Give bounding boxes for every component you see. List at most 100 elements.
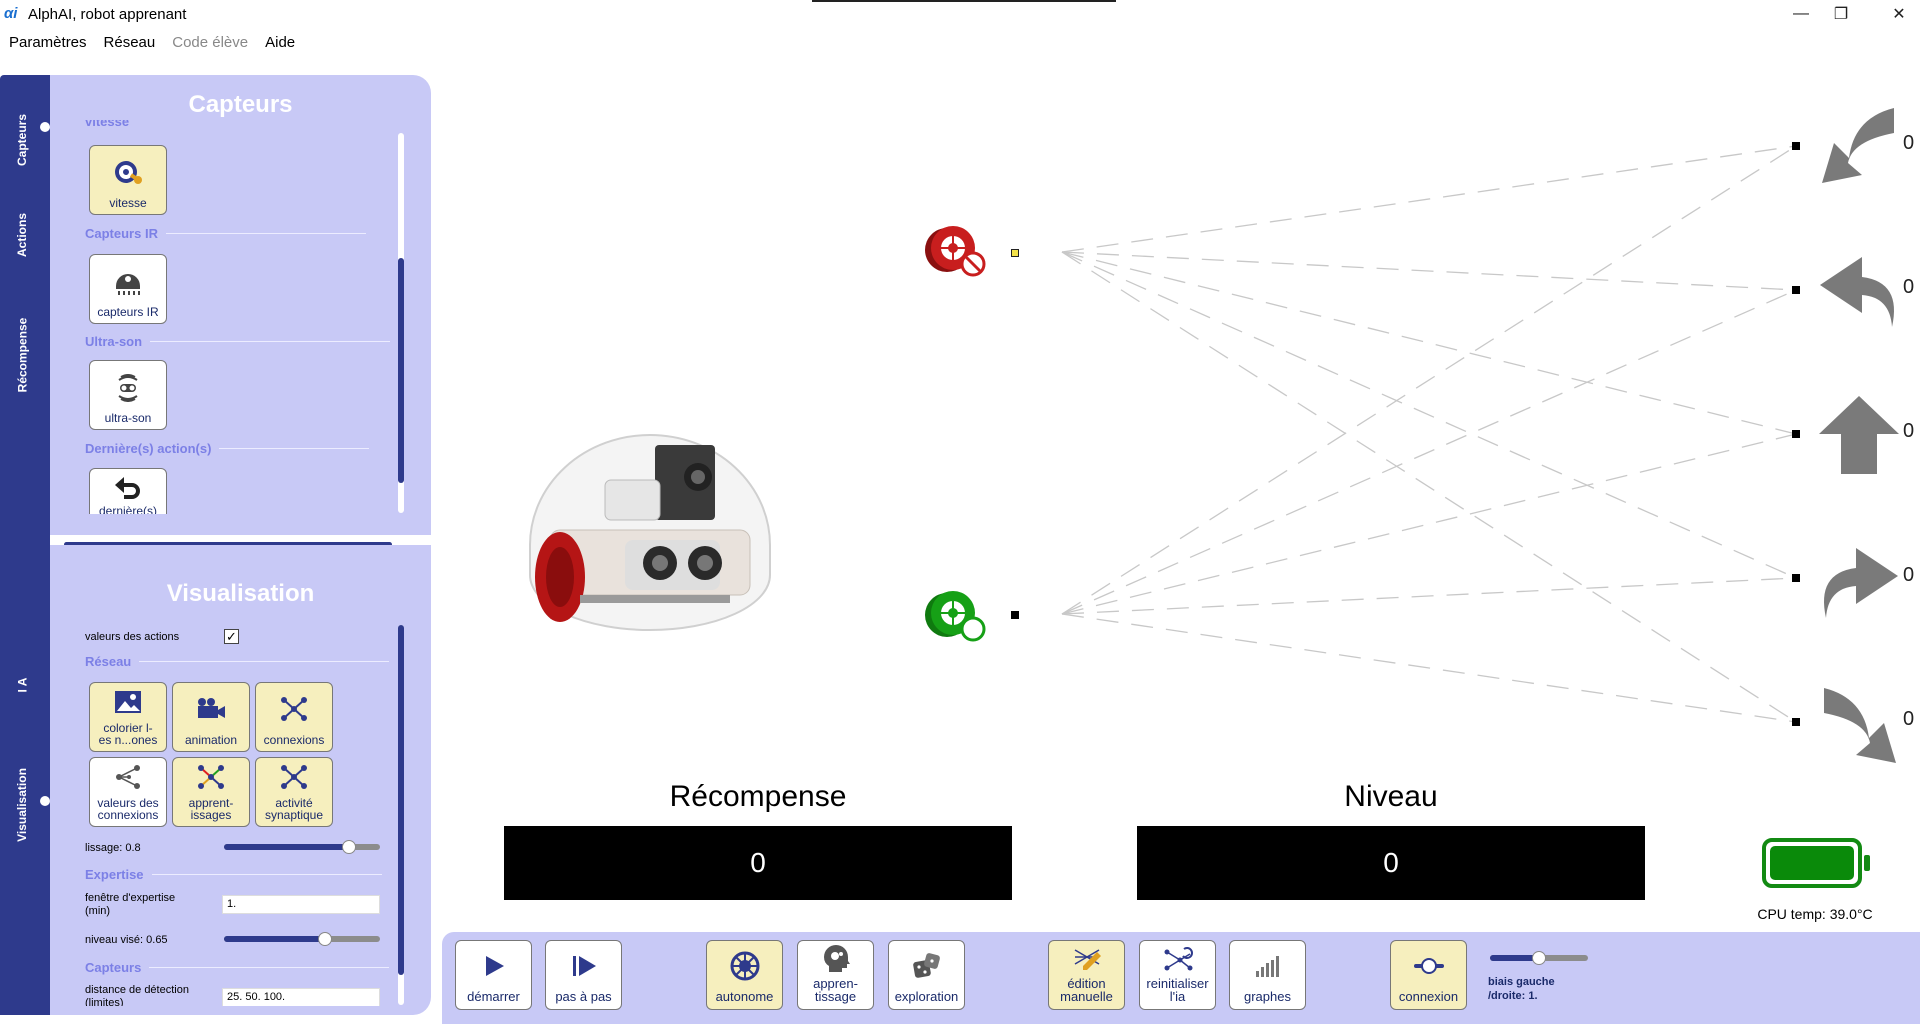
network-connections bbox=[1061, 145, 1797, 723]
niveau-value: 0 bbox=[1137, 826, 1645, 900]
ultrasound-icon bbox=[111, 361, 145, 412]
step-play-icon bbox=[570, 941, 598, 990]
section-vitesse-cut: vitesse bbox=[85, 120, 130, 129]
animation-label: animation bbox=[184, 733, 238, 748]
tab-ia[interactable]: I A bbox=[0, 660, 44, 710]
tab-actions-label: Actions bbox=[15, 212, 30, 258]
demarrer-button[interactable]: démarrer bbox=[455, 940, 532, 1010]
section-capteurs-vis-label: Capteurs bbox=[85, 960, 142, 975]
dernieres-button[interactable]: dernière(s) bbox=[89, 468, 167, 514]
lissage-slider-fill bbox=[224, 844, 349, 850]
connection-toggle-icon bbox=[1412, 941, 1446, 990]
apprentissage-button[interactable]: appren- tissage bbox=[797, 940, 874, 1010]
capteurs-ir-button[interactable]: capteurs IR bbox=[89, 254, 167, 324]
lissage-slider[interactable] bbox=[224, 840, 380, 854]
neuron-output-3 bbox=[1792, 430, 1800, 438]
section-dernieres-actions-label: Dernière(s) action(s) bbox=[85, 441, 212, 456]
niveau-vise-slider-knob[interactable] bbox=[318, 932, 333, 946]
bias-slider[interactable] bbox=[1490, 951, 1588, 965]
recompense-label: Récompense bbox=[669, 780, 847, 813]
tab-recompense[interactable]: Récompense bbox=[0, 290, 44, 420]
robot-illustration bbox=[520, 425, 780, 635]
panel-splitter[interactable] bbox=[64, 542, 392, 547]
apprentissages-button[interactable]: apprent- issages bbox=[172, 757, 250, 827]
tab-ia-label: I A bbox=[14, 677, 29, 693]
autonome-label: autonome bbox=[715, 989, 774, 1005]
lissage-slider-knob[interactable] bbox=[341, 840, 356, 854]
title-bar: αi AlphAI, robot apprenant — ❐ ✕ bbox=[0, 0, 1920, 28]
tab-capteurs[interactable]: Capteurs bbox=[0, 95, 44, 185]
reinitialiser-button[interactable]: reinitialiser l'ia bbox=[1139, 940, 1216, 1010]
synapse-icon bbox=[279, 758, 309, 797]
tab-visualisation-label: Visualisation bbox=[15, 768, 29, 842]
connexion-button[interactable]: connexion bbox=[1390, 940, 1467, 1010]
network-canvas bbox=[1061, 145, 1797, 723]
section-ultra-son: Ultra-son bbox=[85, 334, 398, 349]
battery-tip bbox=[1864, 855, 1870, 871]
pas-a-pas-button[interactable]: pas à pas bbox=[545, 940, 622, 1010]
battery-fill bbox=[1770, 846, 1854, 880]
visualisation-title: Visualisation bbox=[166, 580, 315, 607]
section-expertise: Expertise bbox=[85, 867, 390, 882]
section-dernieres-actions: Dernière(s) action(s) bbox=[85, 441, 377, 456]
valeurs-actions-checkbox[interactable]: ✓ bbox=[224, 629, 239, 644]
edition-manuelle-label: édition manuelle bbox=[1060, 975, 1113, 1005]
valeurs-connexions-button[interactable]: valeurs des connexions bbox=[89, 757, 167, 827]
bias-slider-knob[interactable] bbox=[1532, 951, 1546, 965]
valeurs-actions-label: valeurs des actions bbox=[85, 631, 180, 643]
menu-parametres[interactable]: Paramètres bbox=[9, 34, 87, 51]
section-capteurs-ir: Capteurs IR bbox=[85, 226, 374, 241]
output-value-3: 0 bbox=[1903, 420, 1915, 442]
niveau-vise-slider-fill bbox=[224, 936, 326, 942]
battery-icon bbox=[1762, 838, 1862, 888]
activite-synaptique-label: activité synaptique bbox=[264, 795, 324, 823]
fenetre-expertise-input[interactable]: 1. bbox=[222, 895, 380, 914]
distance-detection-input[interactable]: 25. 50. 100. bbox=[222, 988, 380, 1006]
share-graph-icon bbox=[113, 758, 143, 797]
graphes-button[interactable]: graphes bbox=[1229, 940, 1306, 1010]
menu-code-eleve[interactable]: Code élève bbox=[172, 34, 249, 51]
animation-button[interactable]: animation bbox=[172, 682, 250, 752]
visualisation-scroll-thumb[interactable] bbox=[398, 625, 404, 975]
maximize-button[interactable]: ❐ bbox=[1833, 6, 1849, 23]
reinitialiser-label: reinitialiser l'ia bbox=[1146, 975, 1209, 1005]
dernieres-label: dernière(s) bbox=[98, 504, 158, 514]
connexions-button[interactable]: connexions bbox=[255, 682, 333, 752]
splitter-handle[interactable] bbox=[422, 539, 432, 549]
vitesse-button[interactable]: vitesse bbox=[89, 145, 167, 215]
minimize-button[interactable]: — bbox=[1793, 5, 1809, 22]
network-icon bbox=[279, 683, 309, 734]
distance-detection-label: distance de détection (limites) bbox=[85, 984, 189, 1006]
ultra-son-button[interactable]: ultra-son bbox=[89, 360, 167, 430]
apprentissages-label: apprent- issages bbox=[188, 795, 234, 823]
niveau-vise-slider[interactable] bbox=[224, 932, 380, 946]
menu-reseau[interactable]: Réseau bbox=[103, 34, 156, 51]
edition-manuelle-button[interactable]: édition manuelle bbox=[1048, 940, 1125, 1010]
connexions-label: connexions bbox=[263, 733, 325, 748]
window-title: AlphAI, robot apprenant bbox=[28, 6, 187, 23]
colorier-button[interactable]: colorier l- es n...ones bbox=[89, 682, 167, 752]
graphes-label: graphes bbox=[1244, 989, 1291, 1005]
arrow-turn-left-icon bbox=[1814, 245, 1904, 340]
demarrer-label: démarrer bbox=[467, 989, 520, 1005]
menu-aide[interactable]: Aide bbox=[265, 34, 296, 51]
neuron-input-2 bbox=[1011, 611, 1019, 619]
capteurs-ir-label: capteurs IR bbox=[97, 305, 159, 320]
close-button[interactable]: ✕ bbox=[1892, 6, 1906, 23]
exploration-label: exploration bbox=[894, 989, 959, 1005]
neuron-output-2 bbox=[1792, 286, 1800, 294]
exploration-button[interactable]: exploration bbox=[888, 940, 965, 1010]
autonome-button[interactable]: autonome bbox=[706, 940, 783, 1010]
autonomous-wheel-icon bbox=[729, 941, 761, 990]
capteurs-scroll-thumb[interactable] bbox=[398, 258, 404, 483]
visualisation-scrollbar[interactable] bbox=[398, 625, 404, 1005]
tab-visualisation-indicator bbox=[40, 796, 50, 806]
activite-synaptique-button[interactable]: activité synaptique bbox=[255, 757, 333, 827]
section-capteurs-ir-label: Capteurs IR bbox=[85, 226, 158, 241]
tab-visualisation[interactable]: Visualisation bbox=[0, 740, 44, 870]
tab-actions[interactable]: Actions bbox=[0, 195, 44, 275]
niveau-vise-label: niveau visé: 0.65 bbox=[85, 934, 168, 946]
lissage-label: lissage: 0.8 bbox=[85, 842, 141, 854]
capteurs-scrollbar[interactable] bbox=[398, 133, 404, 513]
app-logo: αi bbox=[4, 5, 18, 22]
